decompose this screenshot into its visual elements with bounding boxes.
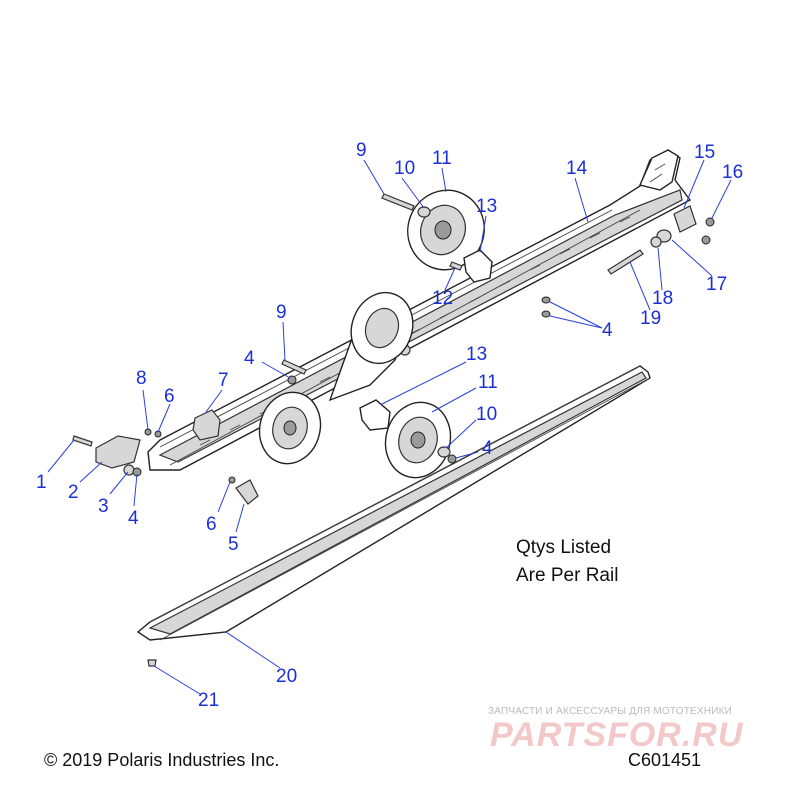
callout-17: 17 <box>706 274 727 295</box>
callout-3: 3 <box>98 496 109 517</box>
callout-4: 4 <box>482 438 493 459</box>
callout-2: 2 <box>68 482 79 503</box>
quantity-note: Qtys Listed Are Per Rail <box>516 534 618 590</box>
callout-13: 13 <box>466 344 487 365</box>
watermark-logo: PARTSFOR.RU <box>490 716 744 754</box>
callout-4: 4 <box>128 508 139 529</box>
callout-18: 18 <box>652 288 673 309</box>
watermark-tagline: ЗАПЧАСТИ И АКСЕССУАРЫ ДЛЯ МОТОТЕХНИКИ <box>488 706 733 717</box>
callout-21: 21 <box>198 690 219 711</box>
callout-20: 20 <box>276 666 297 687</box>
callout-10: 10 <box>476 404 497 425</box>
callout-11: 11 <box>432 148 452 169</box>
figure-code: C601451 <box>628 750 702 770</box>
wheel-upper-rear <box>407 189 485 271</box>
wear-bar <box>136 365 651 641</box>
wheel-front-right <box>384 401 452 479</box>
leader-lines <box>47 159 732 695</box>
callout-15: 15 <box>694 142 715 163</box>
quantity-note-line-2: Are Per Rail <box>516 565 619 586</box>
wheel-hanger <box>350 291 414 365</box>
callout-9: 9 <box>276 302 287 323</box>
callout-16: 16 <box>722 162 743 183</box>
small-parts <box>72 193 715 667</box>
callout-9: 9 <box>356 140 367 161</box>
callout-14: 14 <box>566 158 588 179</box>
callout-11: 11 <box>478 372 498 393</box>
wheel-front-left <box>258 391 322 465</box>
callout-7: 7 <box>218 370 229 391</box>
callout-4: 4 <box>244 348 255 369</box>
callout-10: 10 <box>394 158 415 179</box>
callout-6: 6 <box>206 514 217 535</box>
callouts: 1 2 3 4 5 6 6 7 8 9 4 9 10 11 13 12 14 1… <box>36 140 743 711</box>
callout-8: 8 <box>136 368 147 389</box>
callout-19: 19 <box>640 308 661 329</box>
callout-5: 5 <box>228 534 239 555</box>
callout-6: 6 <box>164 386 175 407</box>
callout-13: 13 <box>476 196 497 217</box>
copyright-text: © 2019 Polaris Industries Inc. <box>44 750 280 770</box>
callout-1: 1 <box>36 472 47 493</box>
callout-4: 4 <box>602 320 613 341</box>
quantity-note-line-1: Qtys Listed <box>516 537 612 558</box>
callout-12: 12 <box>432 288 453 309</box>
